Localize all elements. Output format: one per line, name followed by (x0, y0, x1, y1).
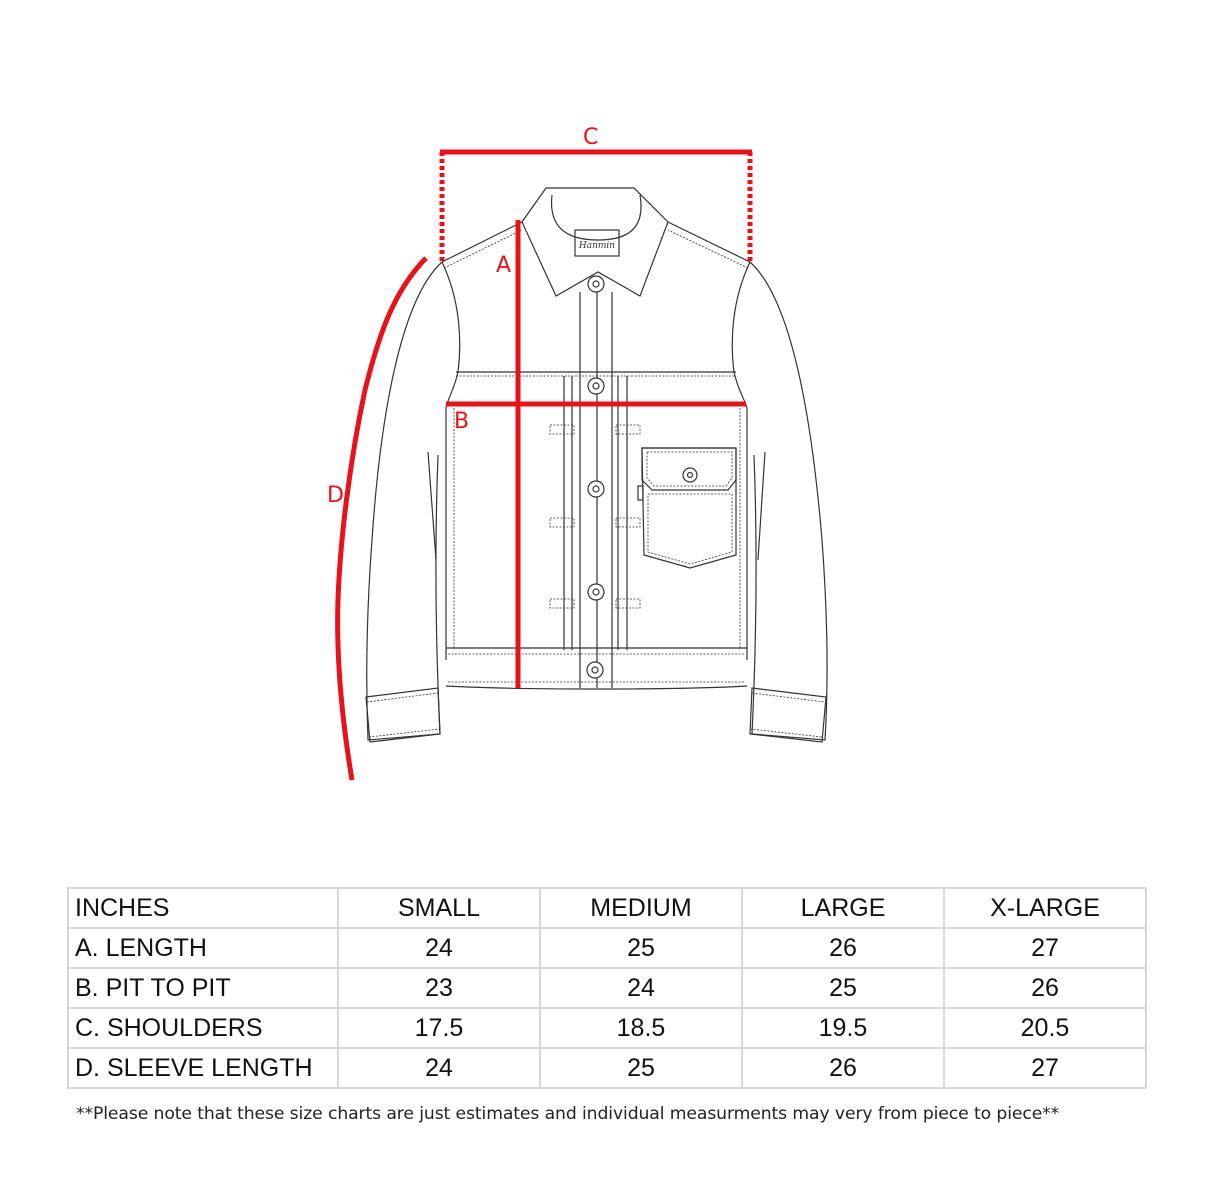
buttons (586, 275, 698, 679)
label-c: C (583, 125, 598, 150)
table-cell: 19.5 (741, 1007, 945, 1049)
measure-line-d (335, 256, 428, 781)
label-d: D (327, 483, 344, 508)
table-row: C. SHOULDERS 17.5 18.5 19.5 20.5 (67, 1007, 1147, 1049)
row-label: B. PIT TO PIT (67, 967, 339, 1009)
right-cuff (749, 687, 827, 743)
jacket-measurement-diagram: Hanmin C A B D (327, 125, 828, 781)
table-cell: 26 (741, 927, 945, 969)
unit-header: INCHES (67, 887, 339, 929)
table-cell: 24 (539, 967, 743, 1009)
left-sleeve (366, 261, 443, 741)
jacket-outline (365, 187, 828, 743)
label-b: B (454, 409, 469, 434)
right-sleeve (749, 261, 828, 741)
size-chart-table: INCHES SMALL MEDIUM LARGE X-LARGE A. LEN… (67, 887, 1147, 1089)
column-header: SMALL (337, 887, 541, 929)
left-cuff (365, 687, 441, 743)
measurement-lines (335, 149, 753, 781)
label-a: A (496, 253, 511, 278)
row-label: C. SHOULDERS (67, 1007, 339, 1049)
size-disclaimer-note: **Please note that these size charts are… (76, 1104, 1060, 1124)
table-cell: 23 (337, 967, 541, 1009)
table-cell: 25 (539, 1047, 743, 1089)
collar (521, 187, 669, 297)
table-cell: 24 (337, 927, 541, 969)
column-header: MEDIUM (539, 887, 743, 929)
table-cell: 27 (943, 1047, 1147, 1089)
table-cell: 24 (337, 1047, 541, 1089)
column-header: X-LARGE (943, 887, 1147, 929)
table-header-row: INCHES SMALL MEDIUM LARGE X-LARGE (67, 887, 1147, 929)
row-label: A. LENGTH (67, 927, 339, 969)
column-header: LARGE (741, 887, 945, 929)
table-row: A. LENGTH 24 25 26 27 (67, 927, 1147, 969)
chest-pocket (641, 447, 737, 569)
row-label: D. SLEEVE LENGTH (67, 1047, 339, 1089)
table-cell: 25 (741, 967, 945, 1009)
table-cell: 18.5 (539, 1007, 743, 1049)
table-cell: 26 (741, 1047, 945, 1089)
brand-label (574, 229, 620, 257)
table-row: B. PIT TO PIT 23 24 25 26 (67, 967, 1147, 1009)
brand-tag-text: Hanmin (578, 241, 615, 251)
table-cell: 25 (539, 927, 743, 969)
table-cell: 17.5 (337, 1007, 541, 1049)
table-cell: 20.5 (943, 1007, 1147, 1049)
table-cell: 26 (943, 967, 1147, 1009)
table-row: D. SLEEVE LENGTH 24 25 26 27 (67, 1047, 1147, 1089)
table-cell: 27 (943, 927, 1147, 969)
